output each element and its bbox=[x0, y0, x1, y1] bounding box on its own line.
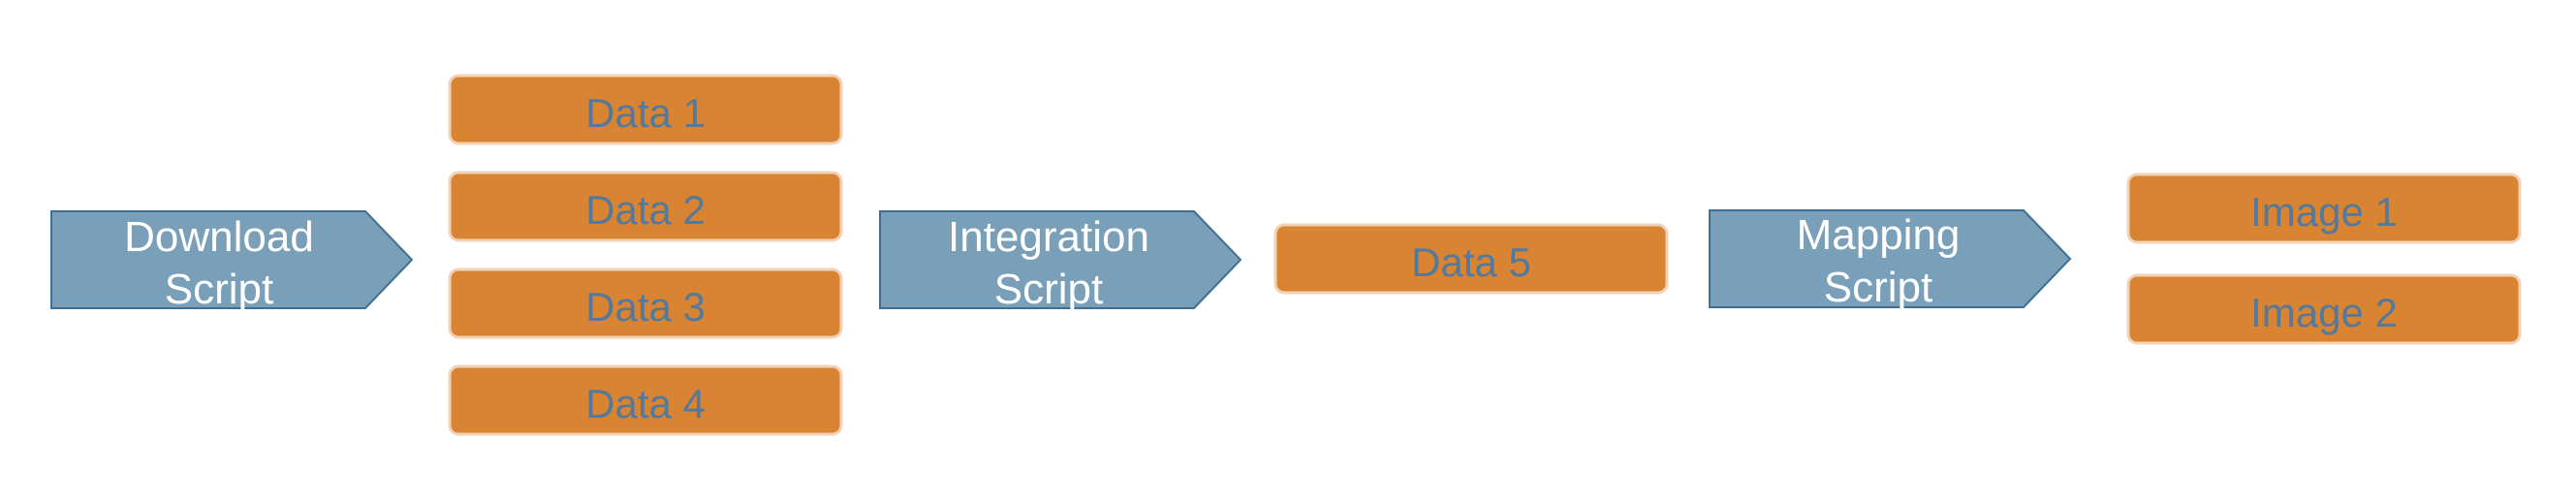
data-box-1: Data 1 bbox=[448, 74, 843, 145]
data-box-3: Data 3 bbox=[448, 268, 843, 339]
image-box-1-label: Image 1 bbox=[2250, 189, 2398, 235]
mapping-script-label-line1: Mapping bbox=[1797, 211, 1961, 259]
image-box-1: Image 1 bbox=[2126, 173, 2522, 244]
data-box-2: Data 2 bbox=[448, 171, 843, 242]
mapping-script-arrow bbox=[1709, 209, 2072, 308]
data-box-2-label: Data 2 bbox=[585, 187, 706, 233]
integration-script-step: Integration Script bbox=[879, 210, 1242, 313]
data-box-5: Data 5 bbox=[1273, 223, 1669, 295]
data-box-4: Data 4 bbox=[448, 364, 843, 436]
download-script-arrow bbox=[50, 210, 414, 309]
data-box-4-label: Data 4 bbox=[585, 381, 706, 426]
data-box-5-label: Data 5 bbox=[1411, 239, 1531, 285]
image-box-2: Image 2 bbox=[2126, 273, 2522, 345]
data-box-3-label: Data 3 bbox=[585, 284, 706, 330]
integration-script-arrow bbox=[879, 210, 1242, 309]
download-script-label-line1: Download bbox=[124, 213, 314, 261]
integration-script-label-line2: Script bbox=[994, 266, 1103, 313]
mapping-script-label-line2: Script bbox=[1824, 264, 1932, 311]
image-box-2-label: Image 2 bbox=[2250, 290, 2398, 335]
data-box-1-label: Data 1 bbox=[585, 90, 706, 136]
download-script-label-line2: Script bbox=[165, 266, 273, 313]
mapping-script-step: Mapping Script bbox=[1709, 209, 2072, 311]
download-script-step: Download Script bbox=[50, 210, 414, 313]
integration-script-label-line1: Integration bbox=[948, 213, 1149, 261]
